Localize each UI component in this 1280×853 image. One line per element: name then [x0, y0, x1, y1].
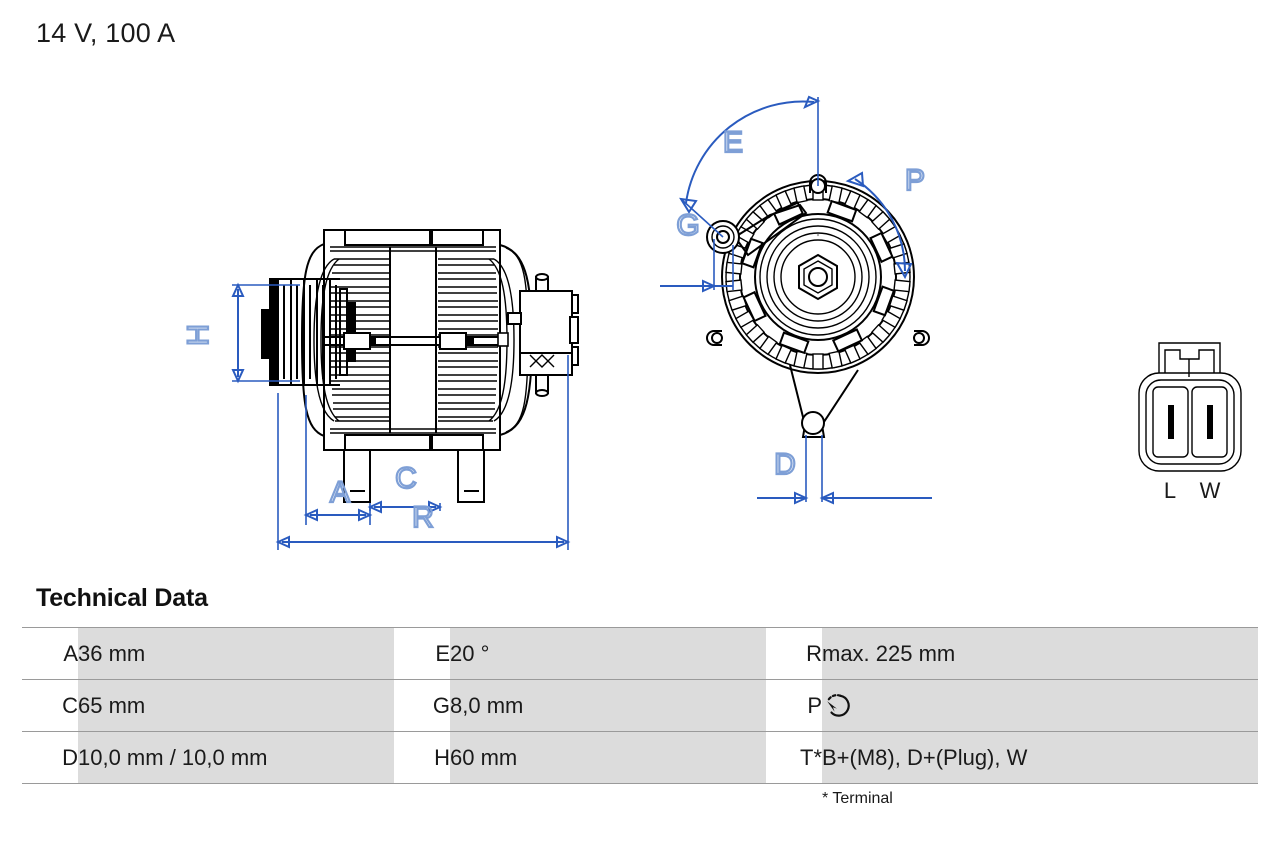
row-value-e: 20 °	[450, 627, 766, 680]
row-value-c: 65 mm	[78, 679, 394, 732]
dimension-E: E	[679, 95, 821, 238]
row-value-d: 10,0 mm / 10,0 mm	[78, 731, 394, 784]
row-key-p: P	[766, 679, 822, 732]
side-bosses	[706, 330, 930, 346]
page-title: 14 V, 100 A	[36, 18, 176, 48]
table-footnote: * Terminal	[822, 790, 893, 807]
vent-slots	[725, 184, 911, 370]
inner-vents	[740, 199, 896, 355]
dimension-G: G	[660, 208, 734, 293]
dimension-H: H	[181, 282, 300, 384]
row-value-a: 36 mm	[78, 627, 394, 680]
technical-data-section: Technical Data A 36 mm E 20 ° R max. 225…	[0, 584, 1280, 808]
counterclockwise-rotation-icon	[822, 690, 852, 720]
row-key-a: A	[22, 627, 78, 680]
dimension-label-D: D	[774, 448, 796, 481]
table-row: C 65 mm G 8,0 mm P	[22, 679, 1258, 732]
alternator-side-view: H A C R	[181, 229, 579, 550]
row-value-h: 60 mm	[450, 731, 766, 784]
dimension-label-P: P	[905, 164, 925, 197]
row-key-g: G	[394, 679, 450, 732]
technical-drawing: H A C R	[0, 55, 1280, 575]
technical-data-heading: Technical Data	[36, 584, 208, 612]
dimension-R: R	[275, 355, 571, 550]
row-value-g: 8,0 mm	[450, 679, 766, 732]
dimension-label-G: G	[676, 209, 699, 242]
dimension-C: C	[367, 461, 443, 514]
row-value-p	[822, 679, 1258, 732]
bottom-mounting-foot	[789, 364, 859, 438]
row-key-r: R	[766, 627, 822, 680]
connector-pin-label-W: W	[1200, 478, 1221, 503]
pulley	[261, 278, 356, 386]
row-value-r: max. 225 mm	[822, 627, 1258, 680]
alternator-housing	[300, 229, 515, 451]
row-key-t: T*	[766, 731, 822, 784]
dimension-label-H: H	[182, 324, 215, 346]
dimension-label-E: E	[723, 126, 743, 159]
row-key-e: E	[394, 627, 450, 680]
row-key-d: D	[22, 731, 78, 784]
dimension-D: D	[757, 435, 932, 505]
dimension-label-R: R	[412, 501, 434, 534]
row-value-t: B+(M8), D+(Plug), W	[822, 731, 1258, 784]
dimension-label-C: C	[395, 462, 417, 495]
regulator-box	[507, 273, 579, 397]
dimension-A: A	[303, 395, 373, 525]
table-row: A 36 mm E 20 ° R max. 225 mm	[22, 627, 1258, 680]
dimension-P: P	[845, 163, 926, 280]
connector-pin-label-L: L	[1164, 478, 1176, 503]
row-key-h: H	[394, 731, 450, 784]
technical-data-table: A 36 mm E 20 ° R max. 225 mm C 65 mm G 8…	[22, 627, 1258, 784]
mounting-feet	[343, 449, 485, 503]
table-row: D 10,0 mm / 10,0 mm H 60 mm T* B+(M8), D…	[22, 731, 1258, 784]
connector-plug: L W	[1138, 342, 1242, 503]
row-key-c: C	[22, 679, 78, 732]
dimension-label-A: A	[330, 476, 350, 509]
alternator-front-view: E G P D	[660, 95, 932, 505]
